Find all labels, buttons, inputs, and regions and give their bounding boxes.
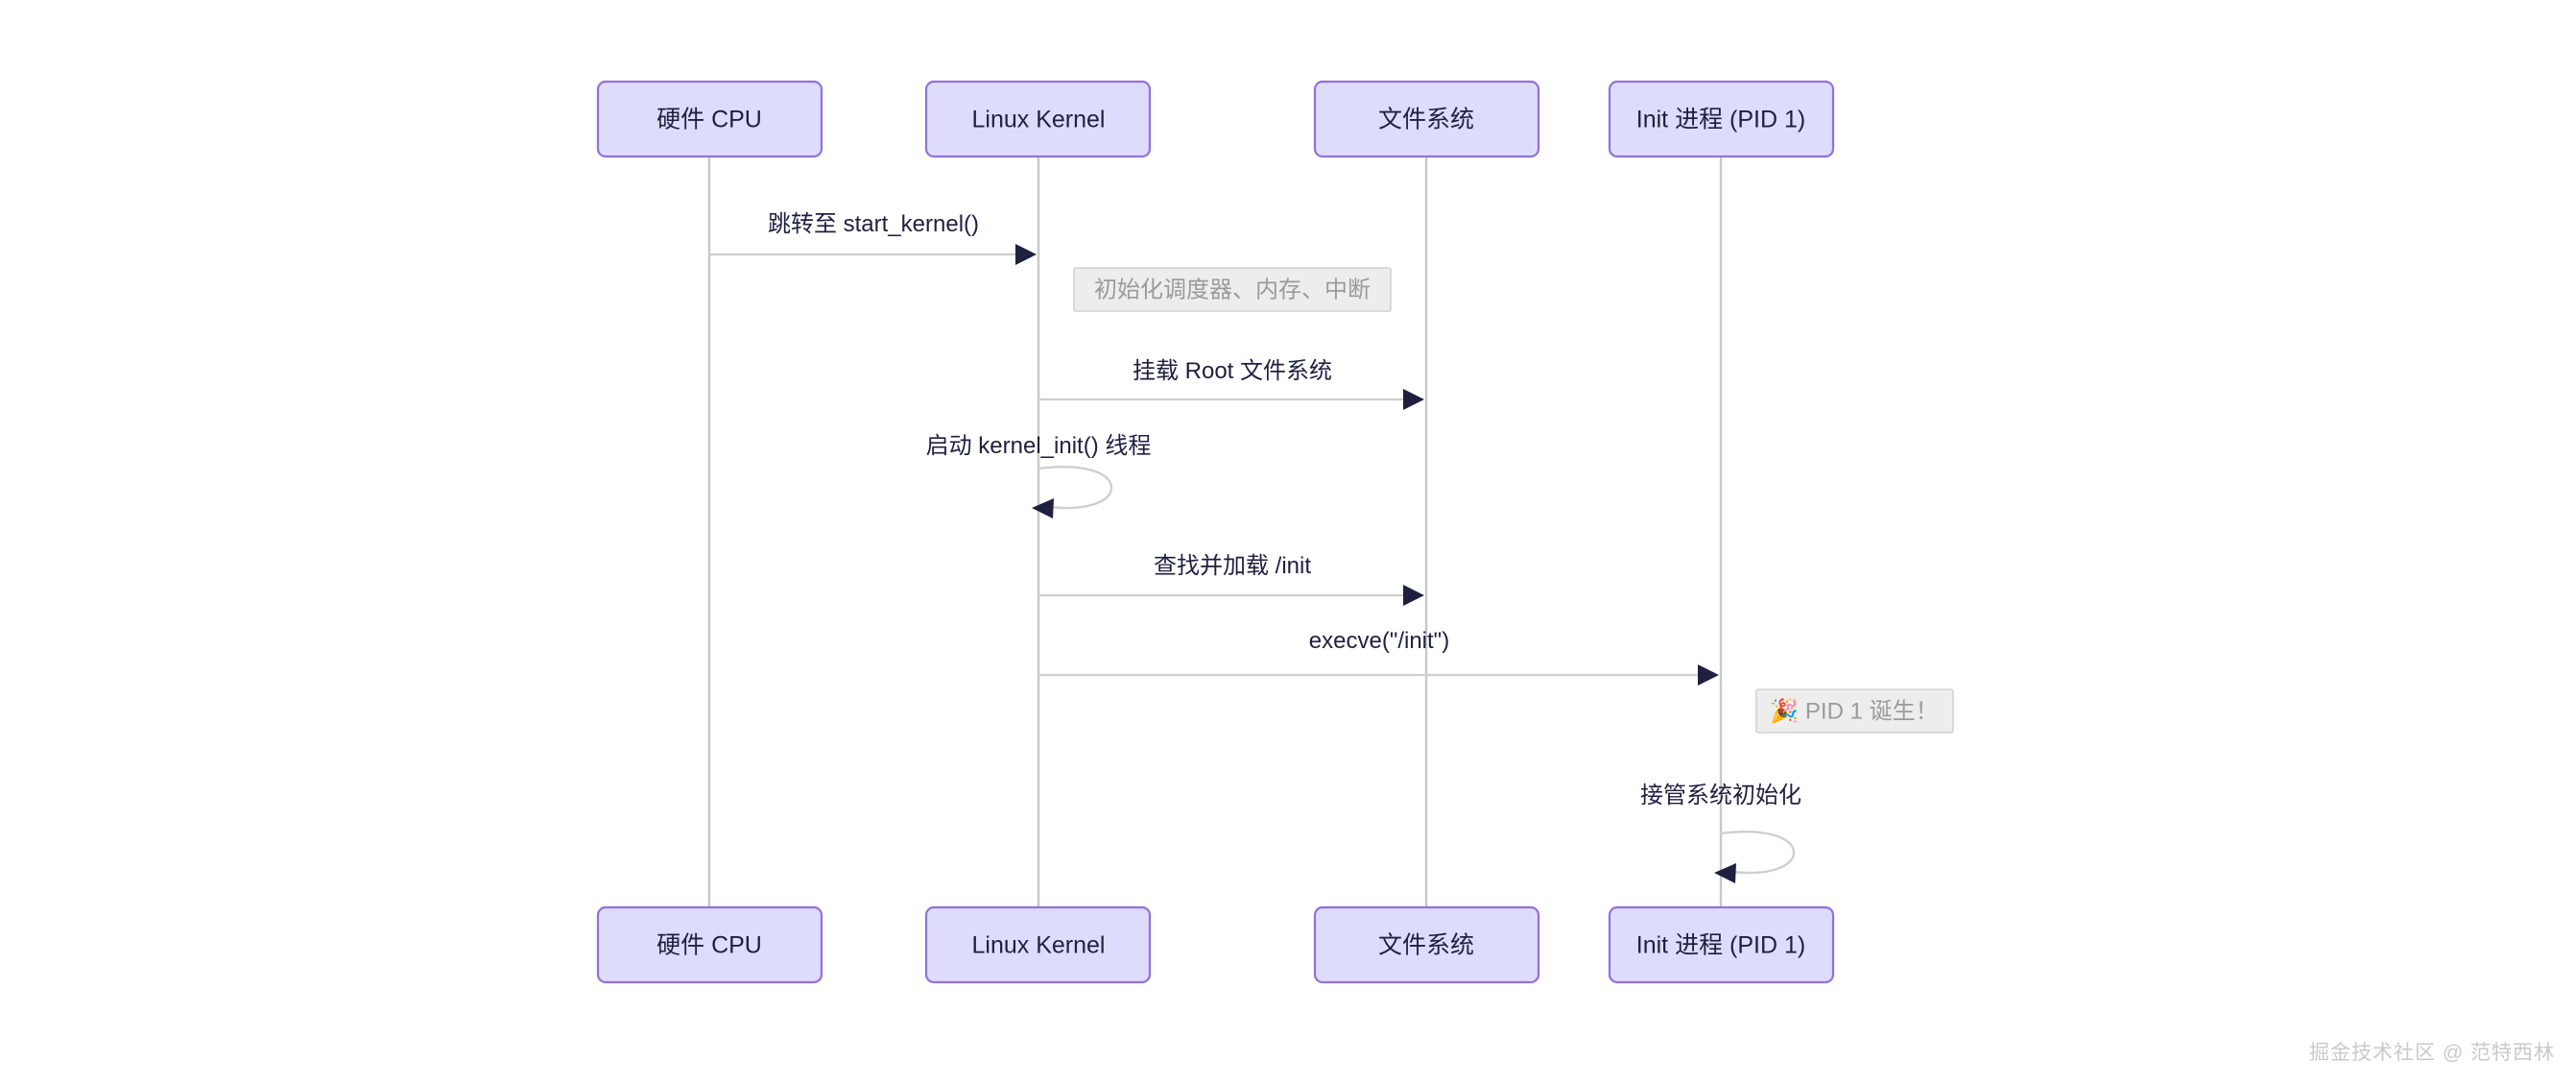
participant-box	[596, 905, 823, 984]
participant-box	[924, 905, 1152, 984]
note-init-scheduler-memory-interrupt: 初始化调度器、内存、中断	[1073, 267, 1392, 312]
participant-label: Init 进程 (PID 1)	[1636, 932, 1805, 959]
participant-bottom-filesystem[interactable]: 文件系统	[1313, 905, 1540, 984]
participant-label: 硬件 CPU	[656, 932, 762, 959]
message-take-over-system-init[interactable]: 接管系统初始化	[1640, 783, 1801, 883]
note-label: 🎉 PID 1 诞生！	[1770, 697, 1938, 724]
arrow-head-icon	[1403, 389, 1424, 410]
participant-top-kernel[interactable]: Linux Kernel	[924, 80, 1152, 158]
message-label: 查找并加载 /init	[1154, 553, 1311, 579]
note-label: 初始化调度器、内存、中断	[1094, 277, 1371, 302]
participant-box	[1608, 80, 1835, 158]
participant-top-init[interactable]: Init 进程 (PID 1)	[1608, 80, 1835, 158]
message-find-and-load-init[interactable]: 查找并加载 /init	[1038, 553, 1424, 606]
message-label: 跳转至 start_kernel()	[768, 211, 979, 237]
participant-box	[1313, 905, 1540, 984]
participant-box	[1608, 905, 1835, 984]
participant-top-filesystem[interactable]: 文件系统	[1313, 80, 1540, 158]
self-loop-path	[1038, 466, 1113, 510]
participant-bottom-init[interactable]: Init 进程 (PID 1)	[1608, 905, 1835, 984]
message-mount-root-fs[interactable]: 挂载 Root 文件系统	[1038, 358, 1424, 410]
arrow-head-icon	[1714, 863, 1736, 883]
note-pid-1-born: 🎉 PID 1 诞生！	[1755, 688, 1954, 734]
participant-label: Init 进程 (PID 1)	[1636, 107, 1805, 133]
participant-top-cpu[interactable]: 硬件 CPU	[596, 80, 823, 158]
lifelines-group	[707, 157, 1723, 907]
participants-bottom-group: 硬件 CPU Linux Kernel 文件系统 Init 进程 (PID 1)	[596, 905, 1835, 984]
participant-box	[924, 80, 1152, 158]
message-execve-init[interactable]: execve("/init")	[1038, 628, 1719, 686]
participant-label: Linux Kernel	[972, 107, 1106, 133]
arrow-head-icon	[1032, 498, 1054, 518]
note-box	[1755, 688, 1954, 734]
participant-bottom-cpu[interactable]: 硬件 CPU	[596, 905, 823, 984]
message-label: 挂载 Root 文件系统	[1133, 358, 1332, 384]
arrow-head-icon	[1698, 664, 1719, 686]
arrow-head-icon	[1403, 585, 1424, 606]
participant-bottom-kernel[interactable]: Linux Kernel	[924, 905, 1152, 984]
participant-label: 硬件 CPU	[656, 107, 762, 133]
message-label: 启动 kernel_init() 线程	[926, 433, 1152, 459]
watermark: 掘金技术社区 @ 范特西林	[2309, 1042, 2555, 1064]
message-label: 接管系统初始化	[1640, 783, 1801, 808]
participant-label: 文件系统	[1378, 107, 1474, 133]
notes-group: 初始化调度器、内存、中断 🎉 PID 1 诞生！	[1073, 267, 1954, 734]
participant-box	[1313, 80, 1540, 158]
message-start-kernel-init-thread[interactable]: 启动 kernel_init() 线程	[926, 433, 1152, 518]
participant-label: 文件系统	[1378, 932, 1474, 959]
self-loop-path	[1720, 831, 1796, 875]
note-box	[1073, 267, 1392, 312]
participants-top-group: 硬件 CPU Linux Kernel 文件系统 Init 进程 (PID 1)	[596, 80, 1835, 158]
participant-label: Linux Kernel	[972, 932, 1106, 959]
arrow-head-icon	[1015, 244, 1037, 265]
message-jump-to-start-kernel[interactable]: 跳转至 start_kernel()	[709, 211, 1037, 265]
participant-box	[596, 80, 823, 158]
messages-group: 跳转至 start_kernel() 挂载 Root 文件系统 启动 kerne…	[709, 211, 1801, 883]
message-label: execve("/init")	[1309, 628, 1449, 654]
